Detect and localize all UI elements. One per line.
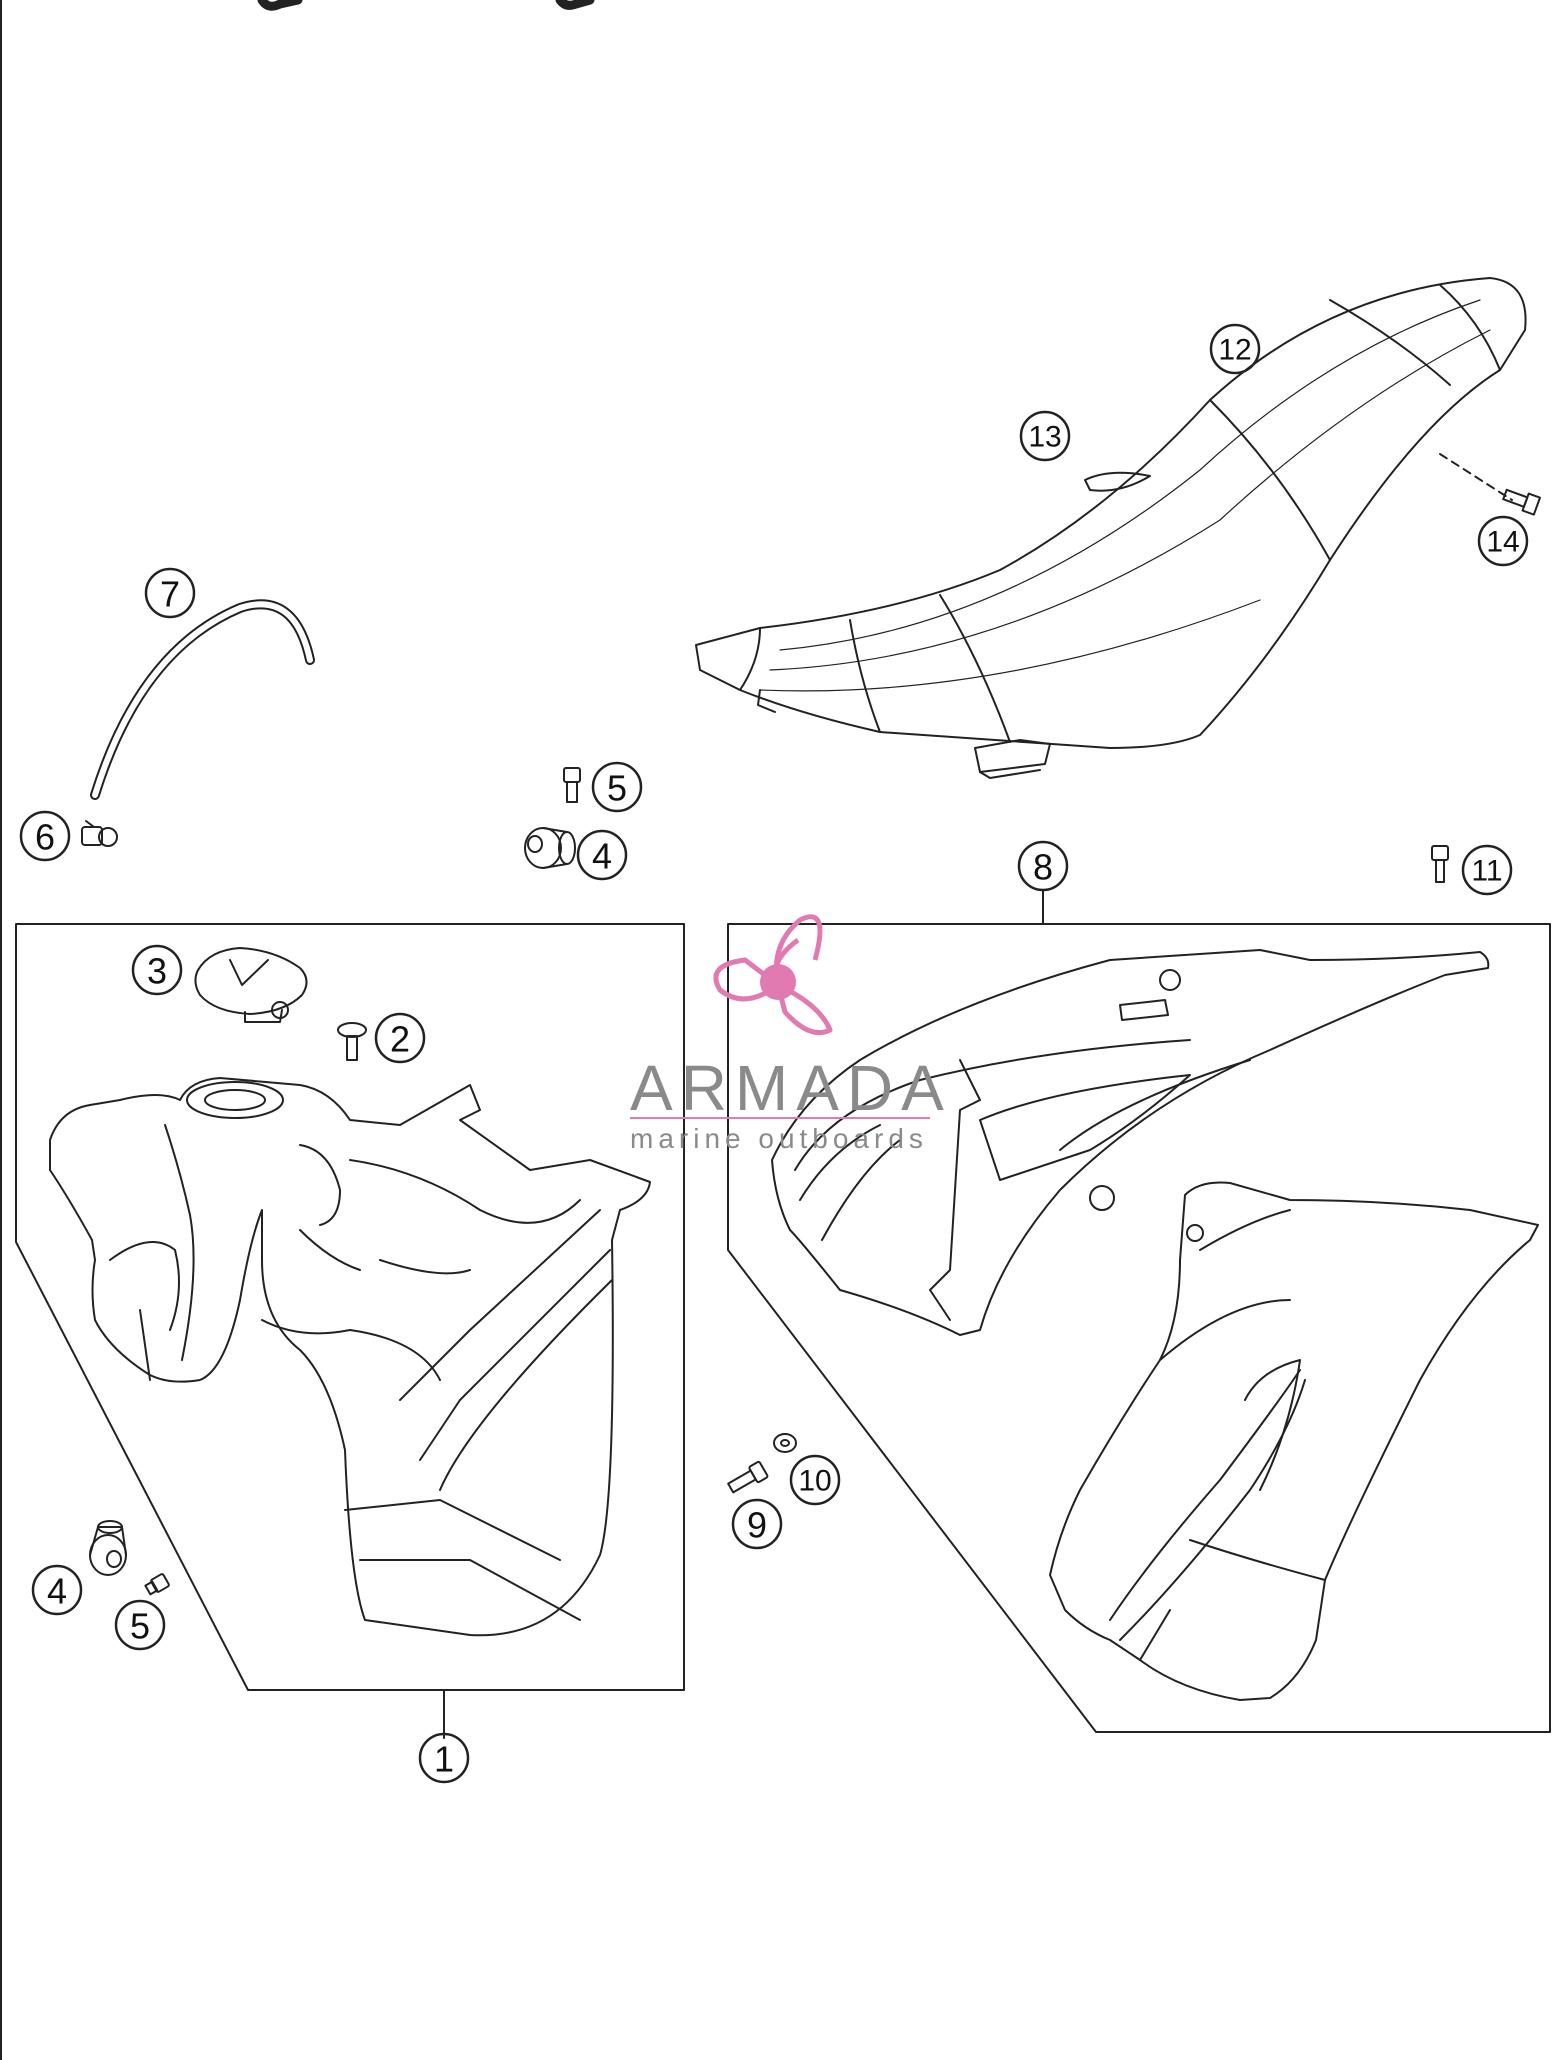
callout-label-4b: 4: [47, 1571, 67, 1612]
callout-circle-11: [1461, 844, 1513, 896]
callout-label-9: 9: [747, 1505, 767, 1546]
cropped-title-fragment: [257, 0, 595, 11]
callout-circle-3: [131, 944, 183, 996]
callout-label-3: 3: [147, 951, 167, 992]
bolt-14: [1502, 488, 1541, 516]
watermark-subtitle: marine outboards: [630, 1123, 928, 1154]
callout-circle-6: [19, 810, 71, 862]
callout-circle-12: [1209, 323, 1261, 375]
bolt-5-bottom: [144, 1573, 170, 1596]
lower-side-panel-drawing: [1049, 1181, 1539, 1701]
callout-label-10: 10: [798, 1465, 831, 1498]
bolt-11: [1431, 845, 1449, 883]
callout-label-14: 14: [1486, 526, 1519, 559]
callout-circle-4b: [31, 1564, 83, 1616]
fuel-tank-group-frame: [15, 923, 685, 1691]
callout-circle-1: [418, 1732, 470, 1784]
leader-14: [1439, 453, 1513, 501]
spacer-4-top: [524, 827, 576, 869]
callout-label-5b: 5: [130, 1606, 150, 1647]
hose-clamp-6: [81, 820, 118, 847]
callout-circle-8: [1017, 840, 1069, 892]
washer-10: [773, 1433, 797, 1453]
screw-2: [337, 1022, 367, 1061]
callout-label-6: 6: [35, 817, 55, 858]
callout-circle-7: [144, 567, 196, 619]
callout-circle-9: [731, 1498, 783, 1550]
callout-label-7: 7: [160, 574, 180, 615]
callout-circle-14: [1477, 515, 1529, 567]
fuel-tank-drawing: [49, 1077, 651, 1637]
seat-drawing: [695, 277, 1527, 779]
callout-circle-2: [374, 1012, 426, 1064]
callout-circle-10: [789, 1454, 841, 1506]
upper-side-panel-drawing: [771, 949, 1490, 1336]
propeller-hub-icon: [760, 964, 796, 1000]
callout-circle-5a: [591, 761, 643, 813]
callout-circle-5b: [114, 1599, 166, 1651]
callout-label-5a: 5: [607, 768, 627, 809]
callout-label-1: 1: [434, 1739, 454, 1780]
callout-label-4a: 4: [592, 836, 612, 877]
callout-label-12: 12: [1218, 334, 1251, 367]
callout-label-8: 8: [1033, 847, 1053, 888]
callout-circle-4a: [576, 829, 628, 881]
fuel-cap-3: [194, 947, 308, 1023]
spacer-4-bottom: [89, 1520, 127, 1576]
bolt-9: [727, 1460, 769, 1494]
callout-circles: [19, 323, 1529, 1784]
callout-label-11: 11: [1471, 855, 1502, 888]
bolt-5-top: [563, 767, 581, 803]
callout-label-13: 13: [1028, 421, 1061, 454]
armada-watermark: ARMADA marine outboards: [630, 914, 952, 1154]
watermark-title: ARMADA: [630, 1052, 952, 1124]
side-panel-group-frame: [727, 923, 1551, 1733]
fuel-hose-7: [90, 599, 315, 800]
callout-label-2: 2: [390, 1019, 410, 1060]
callout-circle-13: [1019, 410, 1071, 462]
